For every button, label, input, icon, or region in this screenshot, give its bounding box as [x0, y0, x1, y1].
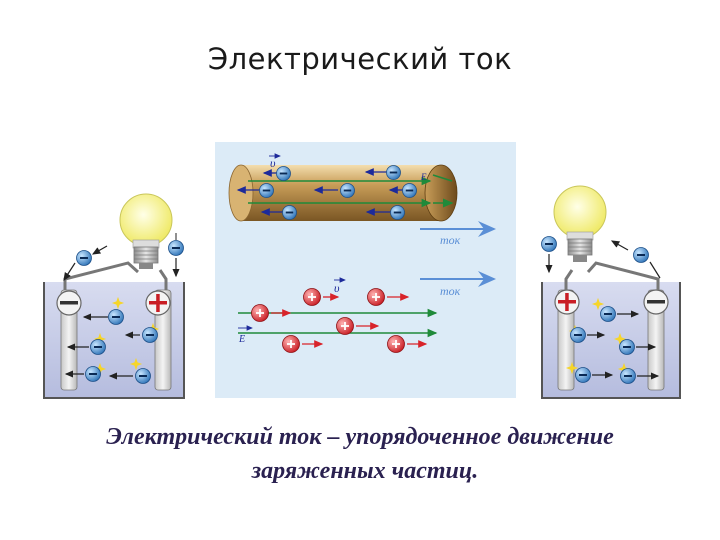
electron-group — [236, 165, 417, 220]
positive-ion — [367, 288, 385, 306]
electron — [276, 166, 291, 181]
positive-ion — [387, 335, 405, 353]
left-electrolytic-cell — [43, 193, 185, 399]
velocity-label-electrolyte: υ — [334, 277, 346, 295]
electron — [340, 183, 355, 198]
caption-line-2: заряженных частиц. — [251, 458, 479, 484]
electron — [386, 165, 401, 180]
svg-text:υ: υ — [270, 156, 276, 170]
current-arrow-metal: ток — [420, 221, 496, 247]
electron — [402, 183, 417, 198]
right-electrolytic-cell — [541, 185, 681, 399]
current-label-metal: ток — [440, 233, 461, 247]
positive-ion — [251, 304, 269, 322]
field-lines-metal — [248, 176, 432, 208]
current-arrow-electrolyte: ток — [420, 271, 496, 298]
definition-caption: Электрический ток – упорядоченное движен… — [0, 420, 720, 488]
electron — [259, 183, 274, 198]
positive-ion — [303, 288, 321, 306]
positive-ion — [282, 335, 300, 353]
current-label-electrolyte: ток — [440, 284, 461, 298]
field-label-electrolyte: E — [238, 334, 245, 345]
svg-text:υ: υ — [334, 281, 340, 295]
caption-line-1: Электрический ток – упорядоченное движен… — [106, 424, 614, 450]
slide-title: Электрический ток — [207, 42, 513, 76]
electron — [282, 205, 297, 220]
cathode-electrode — [60, 289, 78, 391]
positive-ion — [336, 317, 354, 335]
field-label-metal: E — [420, 172, 427, 182]
electron — [390, 205, 405, 220]
ion-group — [251, 288, 428, 353]
velocity-label-metal: υ — [269, 153, 281, 170]
